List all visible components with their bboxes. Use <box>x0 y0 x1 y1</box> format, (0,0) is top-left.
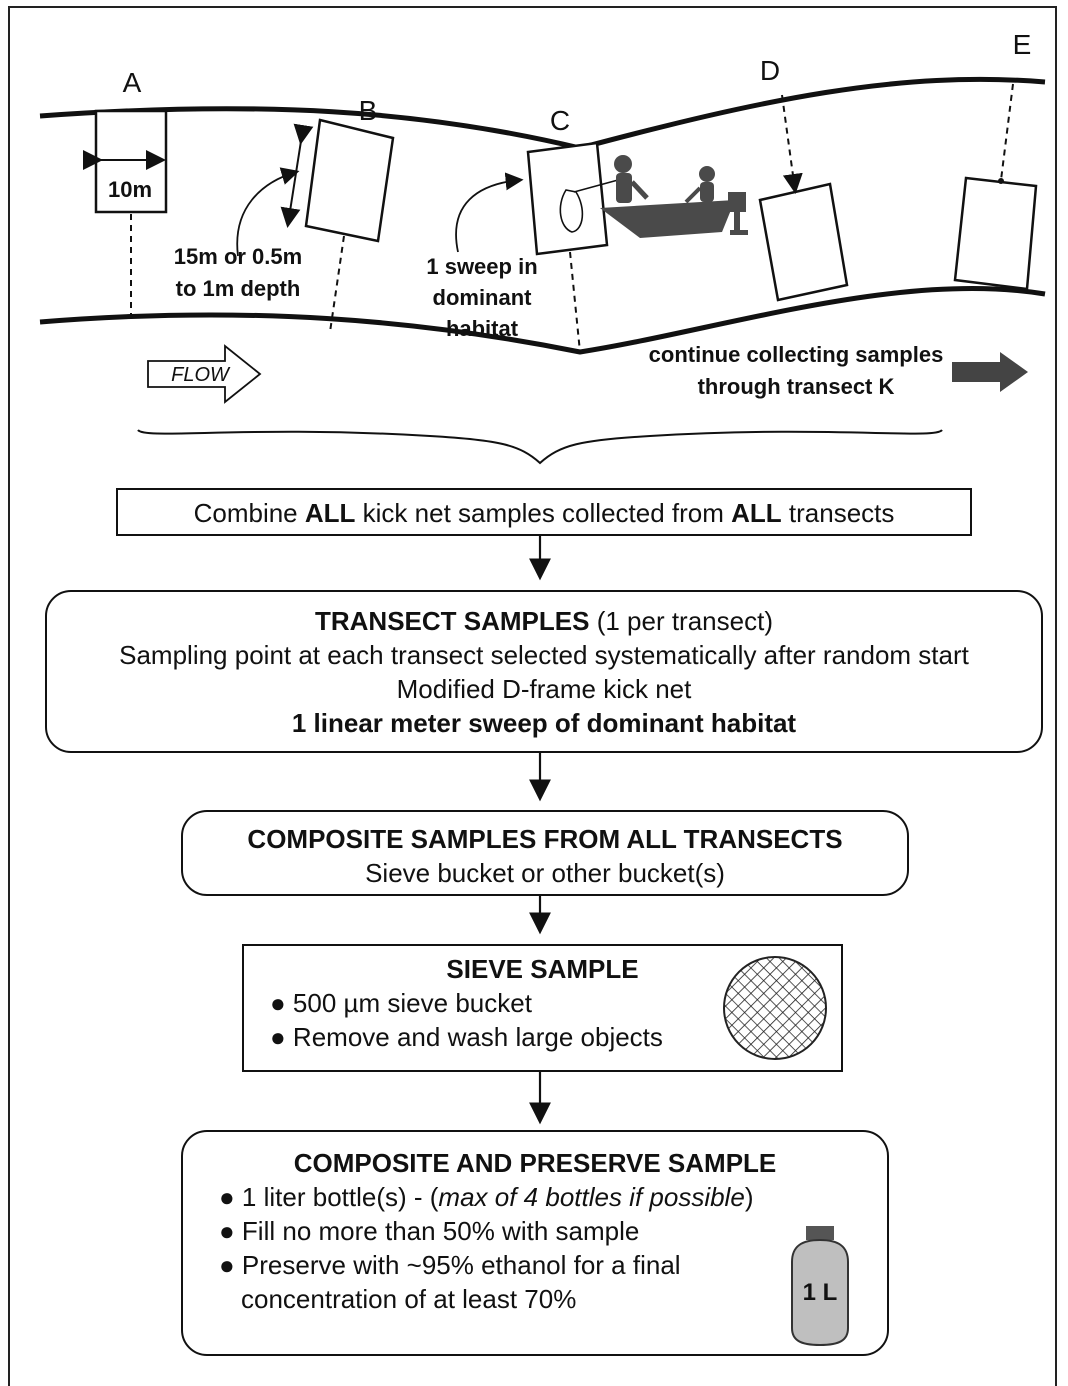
flow-arrow <box>147 344 262 404</box>
transect-letter-c: C <box>550 105 570 136</box>
preserve-bullet-1-post: ) <box>744 1182 754 1212</box>
sieve-bullet-2: ● Remove and wash large objects <box>270 1022 663 1052</box>
sweep-label-line2: dominant <box>433 285 533 310</box>
continue-arrow <box>952 352 1028 392</box>
outer-frame <box>8 6 1057 1386</box>
transect-letter-e: E <box>1013 29 1032 60</box>
sweep-label-line1: 1 sweep in <box>426 254 537 279</box>
transect-letter-a: A <box>123 67 142 98</box>
transect-line-3: Modified D-frame kick net <box>396 674 692 704</box>
bottle-icon <box>791 1226 849 1347</box>
transect-line-2: Sampling point at each transect selected… <box>119 640 969 670</box>
composite-title: COMPOSITE SAMPLES FROM ALL TRANSECTS <box>247 824 843 854</box>
grouping-brace <box>137 429 943 465</box>
transect-b <box>236 118 395 333</box>
combine-text: Combine ALL kick net samples collected f… <box>118 496 970 530</box>
combine-pre: Combine <box>193 498 305 528</box>
transect-title-bold: TRANSECT SAMPLES <box>315 606 590 636</box>
bottle-label: 1 L <box>803 1279 838 1306</box>
transect-line-4: 1 linear meter sweep of dominant habitat <box>291 708 797 738</box>
length-label-line1: 15m or 0.5m <box>174 244 302 269</box>
transect-a <box>83 109 168 314</box>
river-upper-bank <box>39 76 1046 151</box>
length-label-line2: to 1m depth <box>176 276 301 301</box>
preserve-bullet-3-line-2: concentration of at least 70% <box>241 1284 577 1314</box>
combine-post: transects <box>781 498 895 528</box>
transect-letter-b: B <box>359 95 378 126</box>
transect-e <box>953 83 1038 291</box>
combine-all-2: ALL <box>731 498 782 528</box>
transect-title-rest: (1 per transect) <box>589 606 773 636</box>
transect-letter-d: D <box>760 55 780 86</box>
composite-samples-box: COMPOSITE SAMPLES FROM ALL TRANSECTS Sie… <box>181 810 909 896</box>
sieve-title: SIEVE SAMPLE <box>446 954 639 984</box>
transect-d <box>758 94 849 302</box>
preserve-bullet-1-pre: ● 1 liter bottle(s) - ( <box>219 1182 439 1212</box>
combine-all-1: ALL <box>304 498 356 528</box>
transect-title: TRANSECT SAMPLES (1 per transect) <box>47 604 1041 638</box>
preserve-bullet-3-line-1: ● Preserve with ~95% ethanol for a final <box>219 1250 681 1280</box>
composite-line-2: Sieve bucket or other bucket(s) <box>365 858 725 888</box>
preserve-bullet-2: ● Fill no more than 50% with sample <box>219 1216 640 1246</box>
sieve-icon <box>723 956 827 1060</box>
preserve-title: COMPOSITE AND PRESERVE SAMPLE <box>293 1148 777 1178</box>
transect-c <box>455 141 619 353</box>
preserve-sample-box: COMPOSITE AND PRESERVE SAMPLE ● 1 liter … <box>181 1130 889 1356</box>
sweep-label-line3: habitat <box>446 316 519 341</box>
preserve-bullet-1-italic: max of 4 bottles if possible <box>438 1182 745 1212</box>
sieve-sample-box: SIEVE SAMPLE ● 500 µm sieve bucket ● Rem… <box>242 944 843 1072</box>
preserve-bullet-1: ● 1 liter bottle(s) - (max of 4 bottles … <box>183 1180 887 1214</box>
flow-label: FLOW <box>171 364 231 386</box>
combine-box: Combine ALL kick net samples collected f… <box>116 488 972 536</box>
transect-samples-box: TRANSECT SAMPLES (1 per transect) Sampli… <box>45 590 1043 753</box>
boat-with-samplers <box>600 155 748 238</box>
width-label: 10m <box>108 177 152 202</box>
sieve-bullet-1: ● 500 µm sieve bucket <box>270 988 532 1018</box>
continue-line2: through transect K <box>698 374 895 399</box>
continue-line1: continue collecting samples <box>649 342 944 367</box>
combine-mid: kick net samples collected from <box>355 498 732 528</box>
